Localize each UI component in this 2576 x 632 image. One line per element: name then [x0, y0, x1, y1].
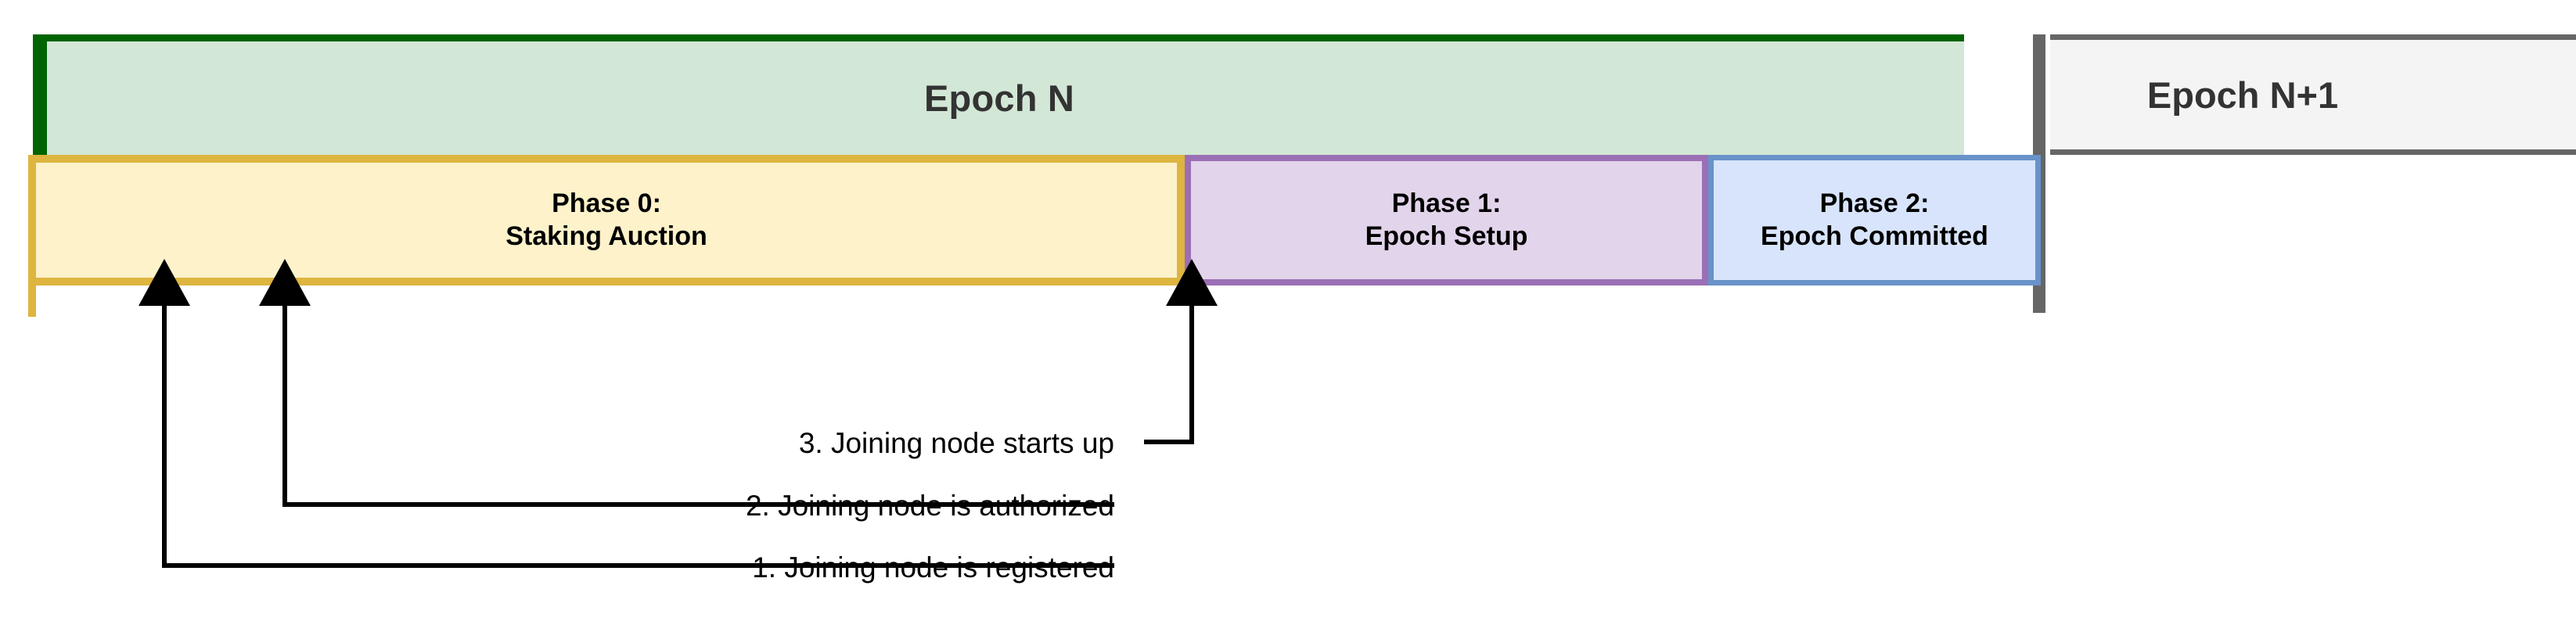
callout-3-leader	[1144, 259, 1218, 444]
phase-0-block: Phase 0: Staking Auction	[28, 155, 1185, 285]
phase-2-heading: Phase 2:	[1819, 189, 1930, 219]
epoch-n-plus-1-title: Epoch N+1	[2146, 74, 2339, 116]
phase-2-name: Epoch Committed	[1761, 221, 1988, 251]
phase-1-heading: Phase 1:	[1391, 189, 1502, 219]
phase-0-left-edge-tick	[28, 278, 36, 317]
epoch-n-plus-1-block: Epoch N+1	[2050, 34, 2576, 155]
epoch-n-title: Epoch N	[923, 77, 1075, 119]
phase-1-block: Phase 1: Epoch Setup	[1185, 155, 1708, 285]
phase-0-heading: Phase 0:	[552, 189, 661, 219]
epoch-n-block: Epoch N	[33, 34, 1964, 155]
phase-2-block: Phase 2: Epoch Committed	[1708, 155, 2041, 285]
phase-0-name: Staking Auction	[505, 221, 707, 251]
phase-1-name: Epoch Setup	[1365, 221, 1528, 251]
callout-label-1: 1. Joining node is registered	[752, 551, 1114, 584]
callout-label-3: 3. Joining node starts up	[798, 427, 1114, 459]
callout-label-2: 2. Joining node is authorized	[745, 490, 1114, 522]
callout-2-leader	[259, 259, 1114, 507]
